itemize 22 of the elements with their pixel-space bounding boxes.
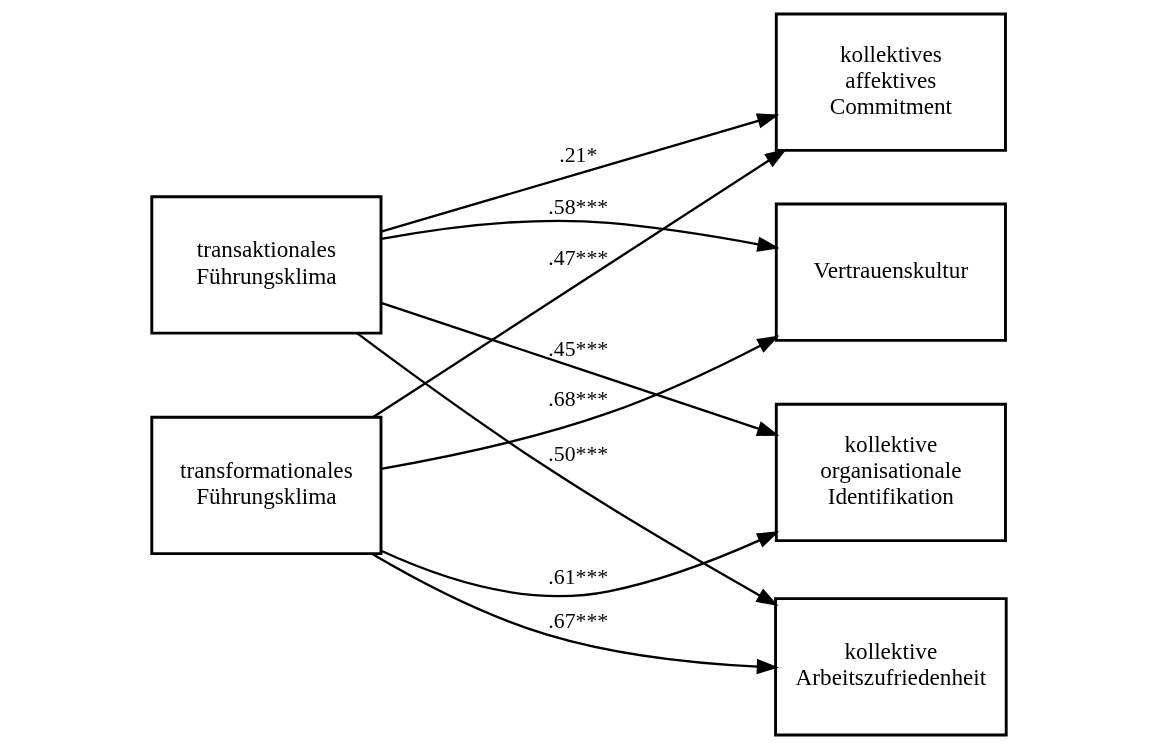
arrow — [356, 332, 779, 606]
arrow — [380, 335, 780, 470]
edge-label: .50*** — [548, 441, 609, 466]
arrow — [380, 301, 780, 436]
edge-label: .67*** — [548, 608, 609, 633]
node-box: kollektive organisationale Identifikation — [774, 402, 1007, 543]
node-box: Vertrauenskultur — [774, 202, 1007, 342]
arrow — [381, 219, 780, 252]
edge-label: .58*** — [548, 195, 609, 220]
node-box: transformationales Führungsklima — [150, 415, 383, 556]
edge-label: .68*** — [548, 386, 609, 411]
node-box: kollektive Arbeitszufriedenheit — [774, 597, 1008, 737]
edge-label: .47*** — [548, 245, 609, 270]
arrow — [380, 531, 780, 598]
edge-label: .61*** — [548, 565, 609, 590]
edge-label: .45*** — [548, 337, 609, 362]
arrow — [372, 148, 787, 419]
node-box: kollektives affektives Commitment — [774, 12, 1007, 152]
arrow — [371, 552, 779, 675]
edge-label: .21* — [559, 142, 598, 167]
arrow — [380, 113, 780, 233]
node-box: transaktionales Führungsklima — [150, 195, 383, 335]
